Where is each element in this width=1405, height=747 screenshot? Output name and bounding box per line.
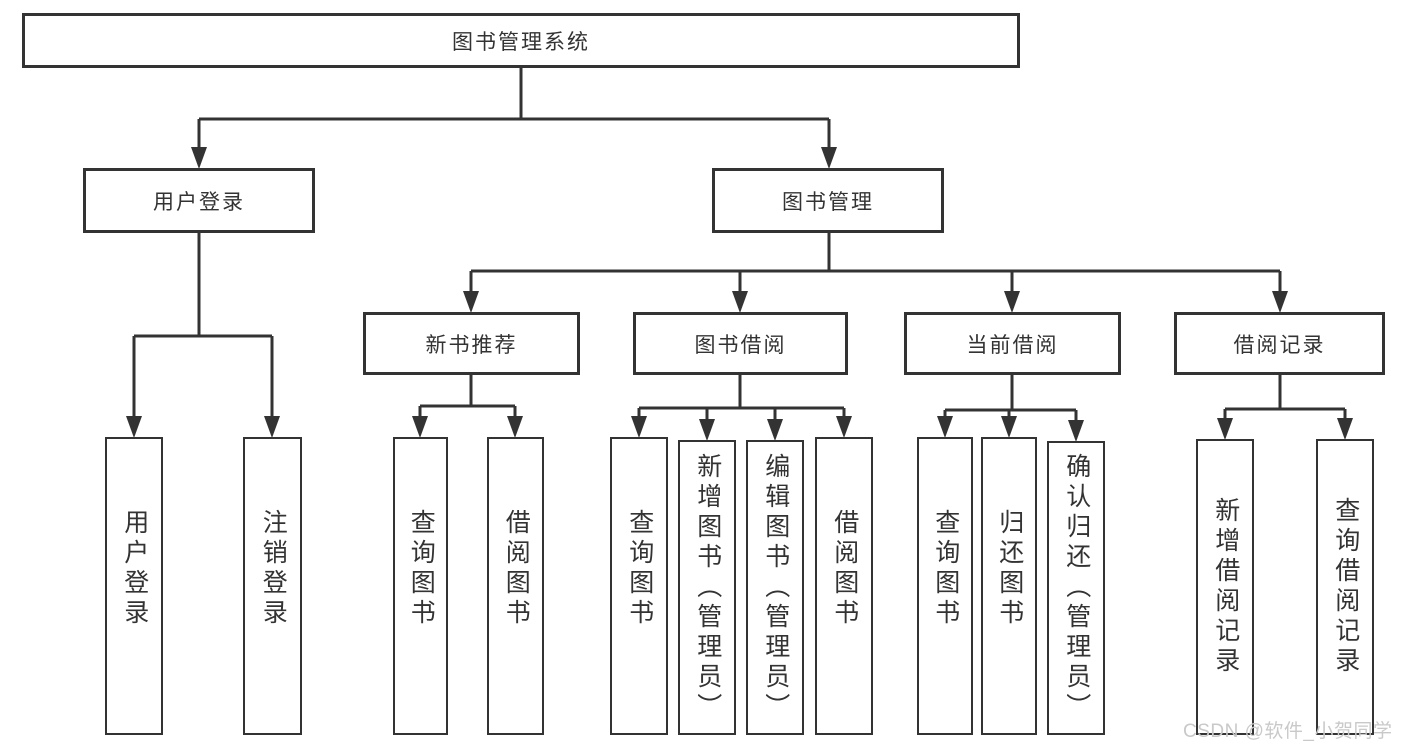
node-user-login-label: 用户登录 xyxy=(153,190,245,214)
leaf-cb-return-book-label: 归还图书 xyxy=(995,509,1024,629)
node-new-book-rec: 新书推荐 xyxy=(363,312,580,375)
node-book-mgmt: 图书管理 xyxy=(712,168,944,233)
leaf-nb-borrow-book-label: 借阅图书 xyxy=(502,509,531,629)
node-new-book-rec-label: 新书推荐 xyxy=(425,333,518,357)
arrow-down-icon xyxy=(631,416,647,438)
arrow-down-icon xyxy=(767,419,783,441)
leaf-bb-query-book: 查询图书 xyxy=(610,437,668,735)
leaf-br-query-record-label: 查询借阅记录 xyxy=(1331,497,1360,677)
leaf-bb-query-book-label: 查询图书 xyxy=(625,509,654,629)
connector-root-to-level2 xyxy=(197,68,831,150)
watermark: CSDN @软件_小贺同学 xyxy=(1183,721,1393,742)
leaf-cb-confirm-return-label: 确认归还（管理员） xyxy=(1062,453,1091,723)
arrow-down-icon xyxy=(1272,291,1288,313)
node-current-borrow-label: 当前借阅 xyxy=(966,333,1059,357)
leaf-logout: 注销登录 xyxy=(243,437,302,735)
leaf-bb-borrow-book: 借阅图书 xyxy=(815,437,873,735)
arrow-down-icon xyxy=(191,147,207,169)
arrow-down-icon xyxy=(937,416,953,438)
arrow-down-icon xyxy=(507,416,523,438)
leaf-br-add-record: 新增借阅记录 xyxy=(1196,439,1254,735)
arrow-down-icon xyxy=(732,291,748,313)
node-root-label: 图书管理系统 xyxy=(452,30,590,54)
node-current-borrow: 当前借阅 xyxy=(904,312,1121,375)
node-book-borrow-label: 图书借阅 xyxy=(694,333,787,357)
leaf-cb-query-book-label: 查询图书 xyxy=(931,509,960,629)
leaf-cb-query-book: 查询图书 xyxy=(917,437,973,735)
connector-bookmgmt-to-level3 xyxy=(469,233,1282,293)
leaf-bb-edit-book-label: 编辑图书（管理员） xyxy=(761,452,790,723)
leaf-user-login: 用户登录 xyxy=(105,437,163,735)
arrow-down-icon xyxy=(699,419,715,441)
arrow-down-icon xyxy=(821,147,837,169)
leaf-bb-add-book: 新增图书（管理员） xyxy=(678,440,736,735)
leaf-user-login-label: 用户登录 xyxy=(120,509,149,629)
leaf-cb-confirm-return: 确认归还（管理员） xyxy=(1047,441,1105,735)
leaf-br-query-record: 查询借阅记录 xyxy=(1316,439,1374,735)
arrow-down-icon xyxy=(1001,416,1017,438)
connector-bookborrow-to-leaves xyxy=(637,375,846,422)
leaf-logout-label: 注销登录 xyxy=(259,509,288,629)
arrow-down-icon xyxy=(1337,418,1353,440)
arrow-down-icon xyxy=(1217,418,1233,440)
leaf-bb-borrow-book-label: 借阅图书 xyxy=(830,509,859,629)
arrow-down-icon xyxy=(836,416,852,438)
connector-borrowrecord-to-leaves xyxy=(1223,375,1347,421)
connector-userlogin-to-leaves xyxy=(132,233,274,420)
leaf-nb-borrow-book: 借阅图书 xyxy=(487,437,544,735)
leaf-bb-edit-book: 编辑图书（管理员） xyxy=(746,440,804,735)
arrowheads xyxy=(126,147,1353,442)
node-borrow-record: 借阅记录 xyxy=(1174,312,1385,375)
arrow-down-icon xyxy=(264,416,280,438)
leaf-br-add-record-label: 新增借阅记录 xyxy=(1211,497,1240,677)
arrow-down-icon xyxy=(412,416,428,438)
connector-newbookrec-to-leaves xyxy=(418,375,517,420)
leaf-nb-query-book: 查询图书 xyxy=(393,437,448,735)
connector-currentborrow-to-leaves xyxy=(943,375,1078,422)
arrow-down-icon xyxy=(1004,291,1020,313)
arrow-down-icon xyxy=(463,291,479,313)
leaf-cb-return-book: 归还图书 xyxy=(981,437,1037,735)
arrow-down-icon xyxy=(126,416,142,438)
leaf-bb-add-book-label: 新增图书（管理员） xyxy=(693,452,722,723)
arrow-down-icon xyxy=(1068,420,1084,442)
node-user-login: 用户登录 xyxy=(83,168,315,233)
node-book-borrow: 图书借阅 xyxy=(633,312,848,375)
node-root: 图书管理系统 xyxy=(22,13,1020,68)
leaf-nb-query-book-label: 查询图书 xyxy=(407,509,436,629)
node-borrow-record-label: 借阅记录 xyxy=(1233,333,1326,357)
node-book-mgmt-label: 图书管理 xyxy=(782,190,874,214)
